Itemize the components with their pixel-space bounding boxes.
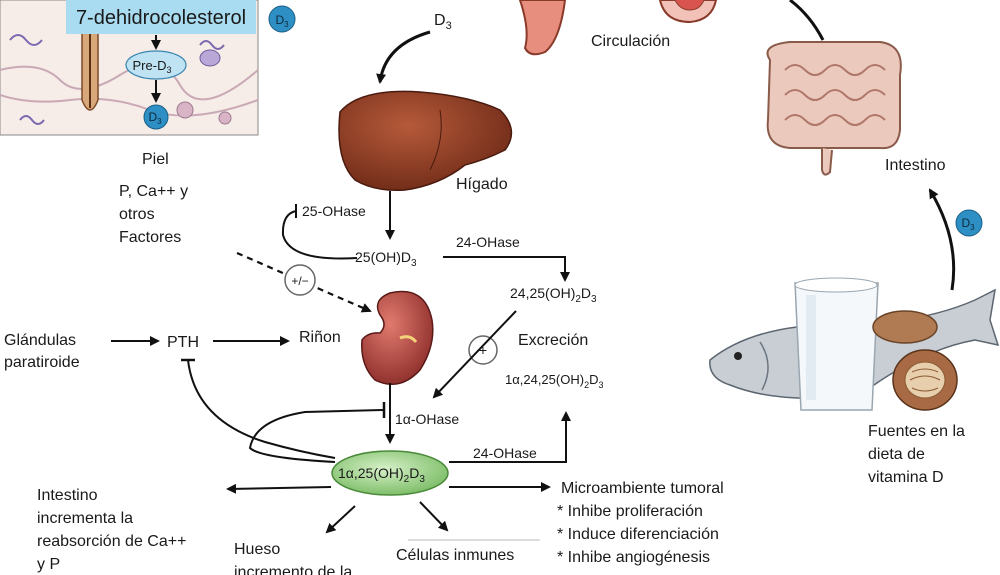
effect-intestine-1: Intestino [37,487,98,504]
d3-badge-skin-2 [143,104,169,130]
excretion-product: 1α,24,25(OH) [505,372,584,387]
svg-text:D3: D3 [434,12,452,32]
circulation-d3: D [434,12,446,29]
food-sources-2: dieta de [868,446,925,463]
feedback-25ohase [281,210,358,260]
parathyroid-line-1: Glándulas [4,332,76,349]
pth-label: PTH [167,334,199,351]
d3-badge-food [955,209,983,237]
effect-immune: Células inmunes [396,547,514,564]
food-sources-1: Fuentes en la [868,423,965,440]
metabolite-2425: 24,25(OH) [510,285,575,301]
feedback-1aohase-inhibition [248,409,385,463]
food-sources-3: vitamina D [868,469,944,486]
effect-intestine-4: y P [37,556,60,573]
mushroom-1 [872,310,938,344]
precursor-label-box [66,0,256,34]
precursor-label: 7-dehidrocolesterol [76,7,246,29]
arrow-food-to-intestine [928,188,956,291]
arrow-2425-to-1aohase [432,310,517,399]
circulation-label: Circulación [591,33,670,50]
d3-badge-food-text: D [961,216,970,230]
active-form-ellipse [331,450,449,496]
arrow-to-immune [419,501,449,532]
svg-text:1α,25(OH)2D3: 1α,25(OH)2D3 [338,465,425,485]
enzyme-24-top: 24-OHase [456,234,520,250]
intestine-label: Intestino [885,157,946,174]
food-illustration [709,277,1000,411]
effect-bone-2: incremento de la [234,564,352,575]
arrow-active-24ohase [449,411,571,463]
excretion-plus: + [479,342,487,358]
pre-d3-label: Pre-D [133,58,167,73]
liver-enzyme: 25-OHase [302,203,366,219]
svg-text:Pre-D3: Pre-D3 [133,58,172,75]
effect-tumor-3: * Induce diferenciación [557,526,719,543]
active-form-text: 1α,25(OH) [338,465,404,481]
dashed-arrow-to-kidney [236,251,372,313]
factors-line-2: otros [119,206,155,223]
kidney-enzyme: 1α-OHase [395,411,459,427]
effect-tumor-4: * Inhibe angiogénesis [557,549,710,566]
parathyroid-line-2: paratiroide [4,354,80,371]
feedback-pth-inhibition [187,359,336,459]
arrow-to-intestine-effect [226,483,332,494]
factors-line-3: Factores [119,229,181,246]
blood-vessel-illustration [518,0,718,56]
effect-bone-1: Hueso [234,541,280,558]
intestine-illustration [766,41,902,176]
kidney-label: Riñon [299,329,341,346]
modulator-label: +/− [291,274,308,288]
effect-intestine-3: reabsorción de Ca++ [37,533,186,550]
arrow-intestine-to-circulation [789,0,825,41]
svg-text:D3: D3 [275,13,289,29]
arrow-to-bone [325,505,356,534]
liver-label: Hígado [456,176,508,193]
kidney-illustration [361,290,434,385]
excretion-plus-circle [468,335,498,365]
svg-text:D3: D3 [148,110,162,126]
skin-label: Piel [142,151,169,168]
factors-line-1: P, Ca++ y [119,183,188,200]
arrow-d3-to-liver [376,30,431,84]
liver-product: 25(OH)D [355,249,411,265]
d3-badge-skin-text: D [275,13,284,27]
svg-text:25(OH)D3: 25(OH)D3 [355,249,417,269]
effect-intestine-2: incrementa la [37,510,133,527]
effect-tumor-2: * Inhibe proliferación [557,503,703,520]
arrow-24ohase-top [443,256,570,282]
effect-tumor-1: Microambiente tumoral [561,480,724,497]
pre-d3-ellipse [125,50,187,80]
active-enzyme: 24-OHase [473,445,537,461]
liver-illustration [338,90,513,192]
excretion-label: Excreción [518,332,588,349]
svg-text:1α,24,25(OH)2D3: 1α,24,25(OH)2D3 [505,372,603,390]
d3-badge-skin-2-text: D [148,110,157,124]
modulator-circle [284,264,316,296]
svg-text:24,25(OH)2D3: 24,25(OH)2D3 [510,285,597,305]
svg-text:D3: D3 [961,216,975,232]
d3-badge-skin [268,5,296,33]
